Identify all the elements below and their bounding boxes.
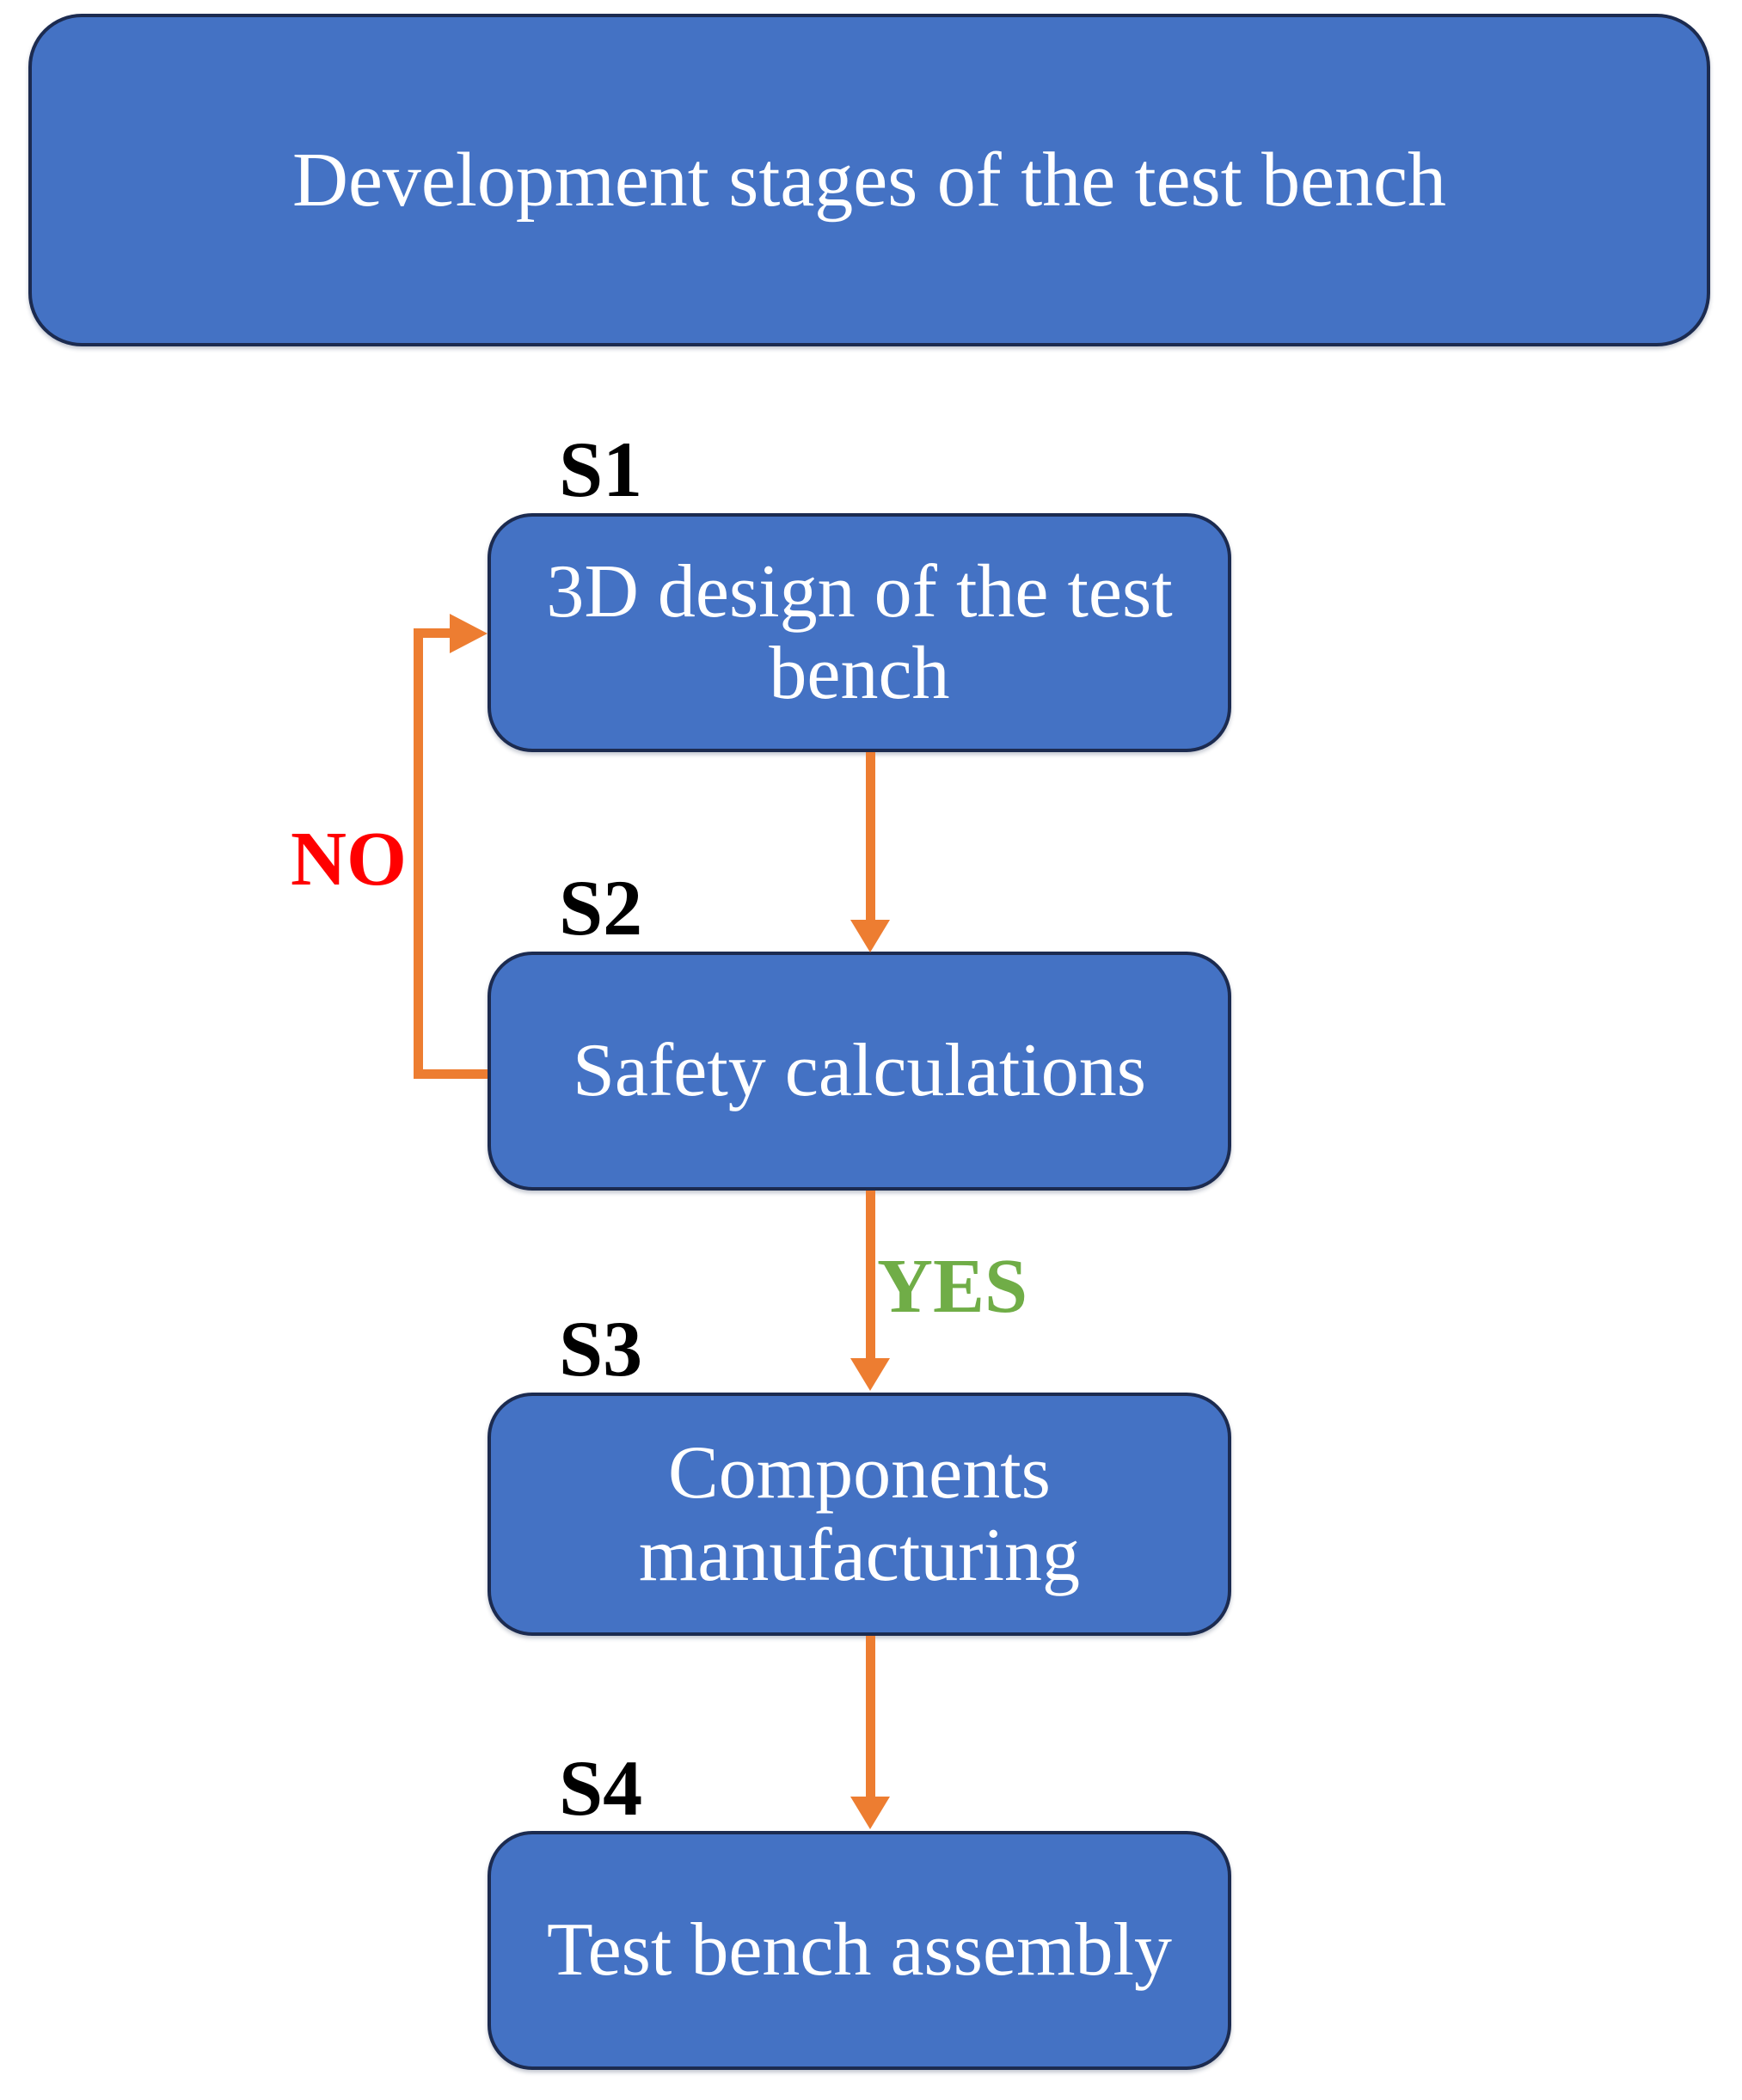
stage-text-s4: Test bench assembly bbox=[547, 1908, 1172, 1993]
stage-label-s4: S4 bbox=[559, 1744, 643, 1832]
connector-no-loop-top-segment bbox=[414, 628, 455, 638]
connector-s2-s3-line bbox=[866, 1191, 875, 1360]
connector-no-loop-vertical-segment bbox=[414, 628, 423, 1079]
stage-label-s2: S2 bbox=[559, 864, 643, 952]
title-box: Development stages of the test bench bbox=[28, 14, 1710, 346]
stage-box-s4: Test bench assembly bbox=[488, 1831, 1231, 2070]
no-branch-label: NO bbox=[291, 817, 407, 902]
yes-branch-label: YES bbox=[877, 1244, 1028, 1329]
connector-s3-s4-line bbox=[866, 1636, 875, 1798]
arrowhead-down-icon bbox=[850, 1358, 890, 1391]
arrowhead-down-icon bbox=[850, 920, 890, 952]
arrowhead-right-icon bbox=[450, 614, 488, 653]
stage-box-s2: Safety calculations bbox=[488, 952, 1231, 1191]
stage-label-s1: S1 bbox=[559, 426, 643, 513]
diagram-title: Development stages of the test bench bbox=[291, 138, 1447, 223]
stage-text-s2: Safety calculations bbox=[572, 1029, 1147, 1113]
arrowhead-down-icon bbox=[850, 1797, 890, 1829]
stage-label-s3: S3 bbox=[559, 1305, 643, 1393]
connector-no-loop-bottom-segment bbox=[414, 1069, 488, 1079]
connector-s1-s2-line bbox=[866, 752, 875, 921]
